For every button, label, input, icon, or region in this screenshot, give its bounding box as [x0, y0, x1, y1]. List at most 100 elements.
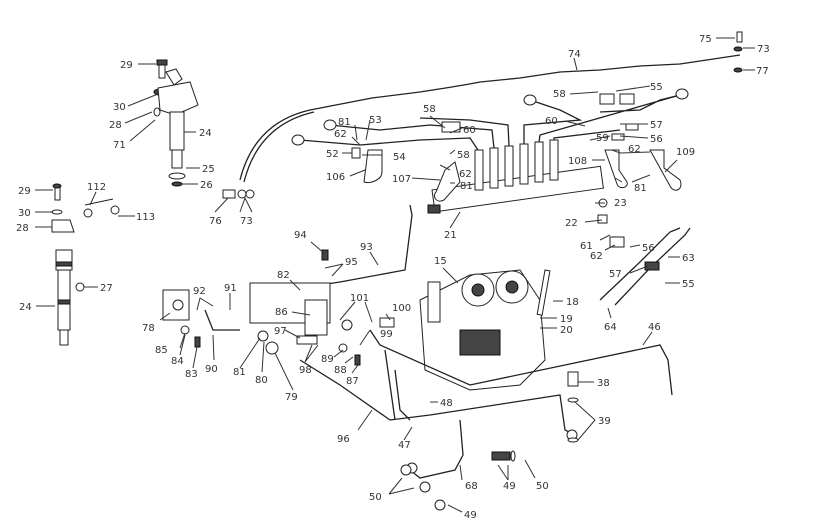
small-parts — [162, 31, 743, 511]
label-91: 91 — [224, 283, 237, 294]
label-81: 81 — [338, 117, 351, 128]
label-62: 62 — [459, 169, 472, 180]
label-74: 74 — [568, 49, 581, 60]
label-57: 57 — [650, 120, 663, 131]
label-18: 18 — [566, 297, 579, 308]
label-107: 107 — [392, 174, 411, 185]
label-77: 77 — [756, 66, 769, 77]
label-100: 100 — [392, 303, 411, 314]
label-59: 59 — [596, 133, 609, 144]
label-52: 52 — [326, 149, 339, 160]
high-pressure-pump — [419, 269, 551, 391]
label-60: 60 — [545, 116, 558, 127]
label-83: 83 — [185, 369, 198, 380]
label-28: 28 — [109, 120, 122, 131]
label-68: 68 — [465, 481, 478, 492]
label-75: 75 — [699, 34, 712, 45]
label-29: 29 — [18, 186, 31, 197]
label-62: 62 — [590, 251, 603, 262]
label-22: 22 — [565, 218, 578, 229]
label-84: 84 — [171, 356, 184, 367]
label-60: 60 — [463, 125, 476, 136]
label-29: 29 — [120, 60, 133, 71]
label-23: 23 — [614, 198, 627, 209]
label-98: 98 — [299, 365, 312, 376]
hp-pipes — [291, 88, 689, 151]
label-28: 28 — [16, 223, 29, 234]
label-30: 30 — [18, 208, 31, 219]
label-108: 108 — [568, 156, 587, 167]
label-46: 46 — [648, 322, 661, 333]
injector-upper — [153, 59, 199, 187]
label-92: 92 — [193, 286, 206, 297]
label-112: 112 — [87, 182, 106, 193]
label-78: 78 — [142, 323, 155, 334]
label-26: 26 — [200, 180, 213, 191]
label-113: 113 — [136, 212, 155, 223]
label-71: 71 — [113, 140, 126, 151]
label-79: 79 — [285, 392, 298, 403]
label-97: 97 — [274, 326, 287, 337]
label-27: 27 — [100, 283, 113, 294]
label-49: 49 — [503, 481, 516, 492]
label-56: 56 — [642, 243, 655, 254]
label-58: 58 — [457, 150, 470, 161]
label-87: 87 — [346, 376, 359, 387]
label-109: 109 — [676, 147, 695, 158]
label-81: 81 — [634, 183, 647, 194]
low-pressure-pipes — [299, 329, 673, 479]
label-101: 101 — [350, 293, 369, 304]
label-76: 76 — [209, 216, 222, 227]
label-95: 95 — [345, 257, 358, 268]
label-30: 30 — [113, 102, 126, 113]
label-81: 81 — [233, 367, 246, 378]
leader-lines — [35, 37, 755, 513]
label-80: 80 — [255, 375, 268, 386]
label-48: 48 — [440, 398, 453, 409]
part-labels: 29 30 28 71 24 25 26 76 73 29 30 28 112 … — [16, 34, 770, 520]
label-62: 62 — [628, 144, 641, 155]
label-24: 24 — [199, 128, 212, 139]
label-86: 86 — [275, 307, 288, 318]
label-53: 53 — [369, 115, 382, 126]
label-94: 94 — [294, 230, 307, 241]
label-88: 88 — [334, 365, 347, 376]
label-15: 15 — [434, 256, 447, 267]
label-106: 106 — [326, 172, 345, 183]
label-82: 82 — [277, 270, 290, 281]
label-61: 61 — [580, 241, 593, 252]
label-55: 55 — [650, 82, 663, 93]
label-25: 25 — [202, 164, 215, 175]
injector-lower — [51, 183, 120, 346]
return-pipe — [239, 54, 741, 181]
label-55: 55 — [682, 279, 695, 290]
label-39: 39 — [598, 416, 611, 427]
label-62: 62 — [334, 129, 347, 140]
label-58: 58 — [553, 89, 566, 100]
label-24: 24 — [19, 302, 32, 313]
brackets — [363, 149, 682, 202]
label-54: 54 — [393, 152, 406, 163]
label-49: 49 — [464, 510, 477, 520]
label-93: 93 — [360, 242, 373, 253]
label-73: 73 — [240, 216, 253, 227]
label-38: 38 — [597, 378, 610, 389]
label-96: 96 — [337, 434, 350, 445]
label-19: 19 — [560, 314, 573, 325]
label-63: 63 — [682, 253, 695, 264]
label-47: 47 — [398, 440, 411, 451]
label-89: 89 — [321, 354, 334, 365]
label-58: 58 — [423, 104, 436, 115]
label-64: 64 — [604, 322, 617, 333]
label-56: 56 — [650, 134, 663, 145]
label-73: 73 — [757, 44, 770, 55]
label-99: 99 — [380, 329, 393, 340]
label-21: 21 — [444, 230, 457, 241]
label-50: 50 — [536, 481, 549, 492]
label-57: 57 — [609, 269, 622, 280]
label-20: 20 — [560, 325, 573, 336]
label-81: 81 — [460, 181, 473, 192]
label-85: 85 — [155, 345, 168, 356]
